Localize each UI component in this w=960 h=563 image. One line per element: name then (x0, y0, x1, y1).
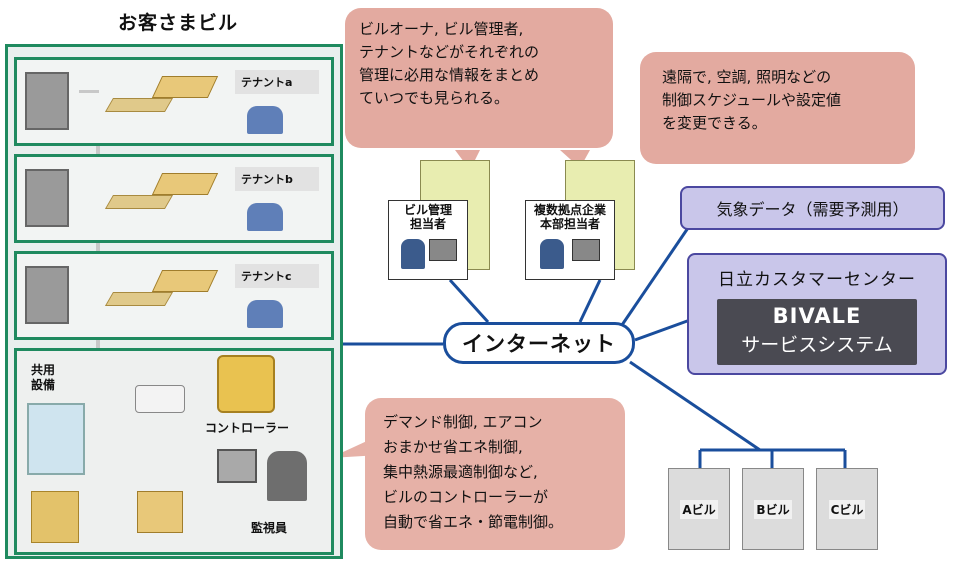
pipe (79, 90, 99, 93)
floor-tenant-b: テナントb (14, 154, 334, 243)
floor-tenant-c: テナントc (14, 251, 334, 340)
cabinet-icon (31, 491, 79, 543)
remote-control-bubble: 遠隔で, 空調, 照明などの 制御スケジュールや設定値 を変更できる。 (640, 52, 915, 164)
person-icon (401, 239, 425, 269)
building-title: お客さまビル (118, 12, 239, 34)
customer-center-title: 日立カスタマーセンター (718, 270, 916, 290)
shared-facility-label: 共用 設備 (31, 363, 56, 392)
tenant-label: テナントa (235, 70, 319, 94)
building-manager-card: ビル管理 担当者 (388, 200, 468, 280)
light-fixture-icon (104, 98, 174, 112)
floor-tenant-a: テナントa (14, 57, 334, 146)
customer-center-box: 日立カスタマーセンター BIVALE サービスシステム (687, 253, 947, 375)
remote-building-label: Cビル (828, 499, 866, 519)
glass-door-icon (27, 403, 85, 475)
box-icon (137, 491, 183, 533)
remote-building-label: Bビル (754, 499, 792, 519)
control-bubble: デマンド制御, エアコン おまかせ省エネ制御, 集中熱源最適制御など, ビルのコ… (365, 398, 625, 550)
elevator-door-icon (25, 72, 69, 130)
customer-building: テナントa テナントb テナントc 共用 設備 コントローラー 監視員 (5, 44, 343, 559)
worker-icon (247, 106, 283, 134)
hq-manager-card: 複数拠点企業 本部担当者 (525, 200, 615, 280)
building-manager-label: ビル管理 担当者 (389, 201, 467, 233)
aircon-icon (151, 76, 219, 98)
floor-shared: 共用 設備 コントローラー 監視員 (14, 348, 334, 555)
monitor-icon (217, 449, 257, 483)
remote-building-b: Bビル (742, 468, 804, 550)
elevator-door-icon (25, 266, 69, 324)
light-fixture-icon (104, 292, 174, 306)
light-fixture-icon (104, 195, 174, 209)
camera-icon (135, 385, 185, 413)
remote-building-label: Aビル (680, 499, 718, 519)
aircon-icon (151, 173, 219, 195)
hq-manager-label: 複数拠点企業 本部担当者 (526, 201, 614, 233)
tenant-label: テナントc (235, 264, 319, 288)
bivale-name: BIVALE (772, 304, 862, 328)
controller-label: コントローラー (205, 421, 290, 435)
monitor-staff-label: 監視員 (251, 521, 288, 535)
bivale-system-box: BIVALE サービスシステム (717, 299, 917, 365)
remote-building-c: Cビル (816, 468, 878, 550)
elevator-door-icon (25, 169, 69, 227)
remote-building-a: Aビル (668, 468, 730, 550)
weather-data-box: 気象データ（需要予測用） (680, 186, 945, 230)
operator-icon (267, 451, 307, 501)
monitor-icon (572, 239, 600, 261)
controller-icon (217, 355, 275, 413)
management-bubble: ビルオーナ, ビル管理者, テナントなどがそれぞれの 管理に必用な情報をまとめ … (345, 8, 613, 148)
tenant-label: テナントb (235, 167, 319, 191)
internet-node: インターネット (443, 322, 635, 364)
monitor-icon (429, 239, 457, 261)
worker-icon (247, 300, 283, 328)
bivale-subtitle: サービスシステム (741, 334, 893, 356)
worker-icon (247, 203, 283, 231)
person-icon (540, 239, 564, 269)
aircon-icon (151, 270, 219, 292)
